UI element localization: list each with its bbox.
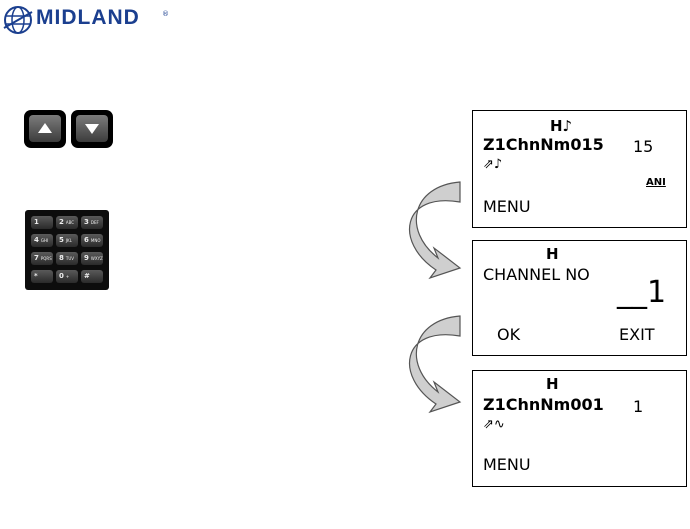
menu-softkey[interactable]: MENU [483,197,531,216]
channel-name: Z1ChnNm015 [483,135,604,154]
up-key[interactable] [24,110,66,148]
lcd-screen-channel-1: H Z1ChnNm001 1 ⇗∿ MENU [472,370,687,487]
globe-icon [2,4,34,36]
up-arrow-icon [38,123,52,133]
indicator-text: H [546,375,559,393]
trademark-mark: ® [162,10,169,18]
indicator-text: H♪ [550,117,572,135]
keypad-key-hash[interactable]: # [81,270,103,283]
channel-number: 15 [633,137,653,156]
channel-number: 1 [633,397,643,416]
lcd-screen-channel-15: H♪ Z1ChnNm015 15 ⇗♪ ANI MENU [472,110,687,228]
status-icons: ⇗♪ [483,157,502,172]
channel-entry-value: __1 [617,275,666,310]
channel-no-prompt: CHANNEL NO [483,265,590,284]
midland-logo: MIDLAND ® [2,2,172,36]
exit-softkey[interactable]: EXIT [619,325,655,344]
down-key[interactable] [71,110,113,148]
indicator-text: H [546,245,559,263]
down-arrow-icon [85,124,99,134]
ani-badge: ANI [646,177,666,188]
keypad-key-0[interactable]: 0+ [56,270,78,283]
curved-arrow-icon-2 [404,312,474,420]
menu-softkey[interactable]: MENU [483,455,531,474]
status-icons: ⇗∿ [483,417,505,432]
channel-name: Z1ChnNm001 [483,395,604,414]
keypad-key-1[interactable]: 1 [31,216,53,229]
curved-arrow-icon [404,178,474,286]
logo-text: MIDLAND [36,6,140,30]
lcd-screen-channel-entry: H CHANNEL NO __1 OK EXIT [472,240,687,356]
navigation-keys [24,110,118,150]
ok-softkey[interactable]: OK [497,325,520,344]
keypad-key-star[interactable]: * [31,270,53,283]
